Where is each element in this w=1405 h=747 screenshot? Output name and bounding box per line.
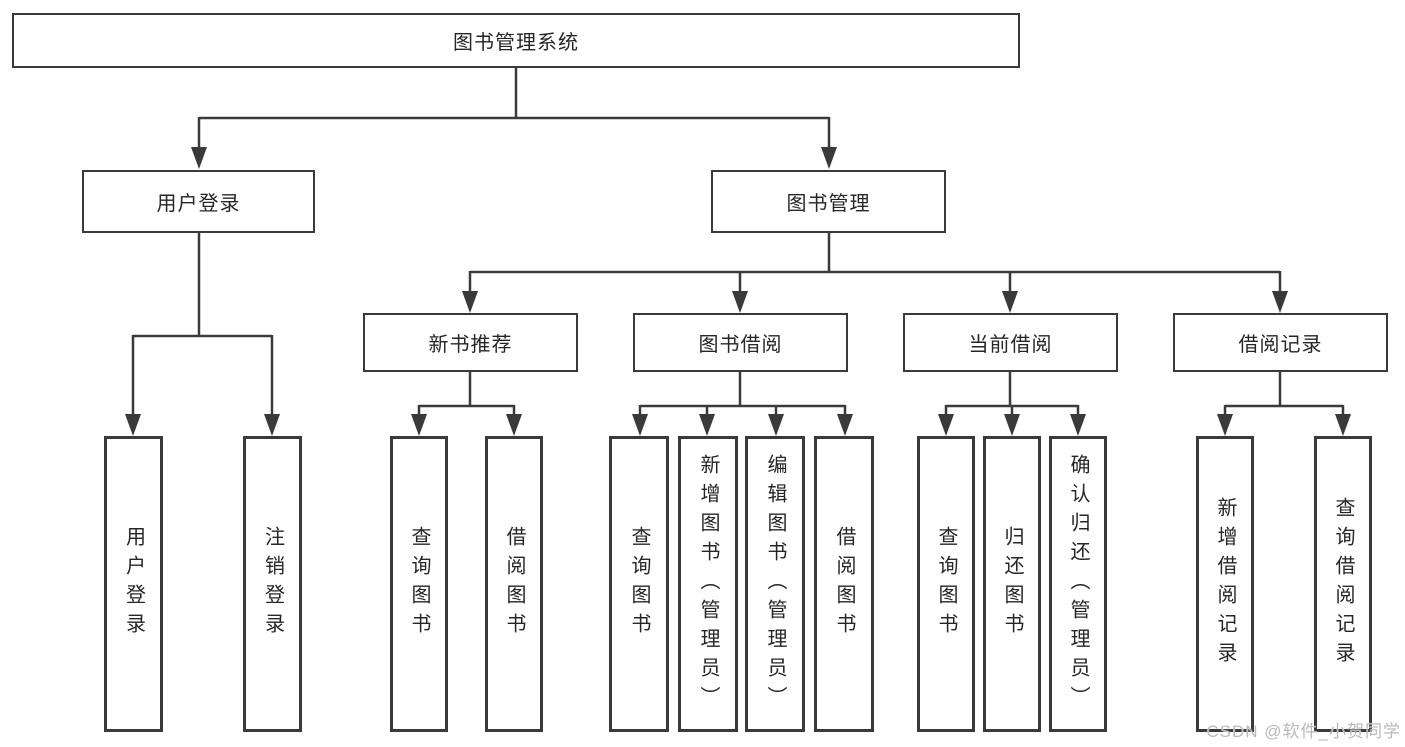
leaf-borrow-books-borrowing: 借阅图书 [814,436,874,732]
leaf-return-book: 归还图书 [983,436,1041,732]
leaf-edit-book-admin-label: 编辑图书（管理员） [764,453,786,715]
leaf-query-books-borrowing: 查询图书 [609,436,669,732]
leaf-confirm-return-admin: 确认归还（管理员） [1049,436,1107,732]
leaf-logout: 注销登录 [243,436,302,732]
node-borrow-records-label: 借阅记录 [1238,334,1323,356]
watermark: CSDN @软件_小贺同学 [1206,722,1401,741]
leaf-borrow-books-recommend-label: 借阅图书 [503,526,525,642]
leaf-borrow-books-recommend: 借阅图书 [485,436,543,732]
leaf-add-book-admin-label: 新增图书（管理员） [697,453,719,715]
node-new-book-recommend-label: 新书推荐 [428,334,513,356]
node-borrow-records: 借阅记录 [1173,313,1388,372]
leaf-query-books-recommend-label: 查询图书 [408,526,430,642]
node-new-book-recommend: 新书推荐 [363,313,578,372]
leaf-add-borrow-record-label: 新增借阅记录 [1214,497,1236,671]
node-current-borrowing: 当前借阅 [903,313,1118,372]
leaf-query-books-current-label: 查询图书 [935,526,957,642]
node-library-system: 图书管理系统 [12,13,1020,68]
leaf-query-books-current: 查询图书 [917,436,975,732]
node-book-borrowing: 图书借阅 [633,313,848,372]
leaf-user-login-label: 用户登录 [122,526,145,642]
node-book-management-label: 图书管理 [786,193,871,215]
node-user-login-label: 用户登录 [156,193,241,215]
node-current-borrowing-label: 当前借阅 [968,334,1053,356]
leaf-edit-book-admin: 编辑图书（管理员） [745,436,805,732]
leaf-confirm-return-admin-label: 确认归还（管理员） [1067,453,1089,715]
node-book-management: 图书管理 [711,170,946,233]
leaf-query-borrow-record: 查询借阅记录 [1314,436,1372,732]
node-book-borrowing-label: 图书借阅 [698,334,783,356]
leaf-query-borrow-record-label: 查询借阅记录 [1332,497,1354,671]
leaf-logout-label: 注销登录 [261,526,284,642]
node-user-login: 用户登录 [82,170,315,233]
node-library-system-label: 图书管理系统 [453,32,579,54]
leaf-add-book-admin: 新增图书（管理员） [678,436,738,732]
leaf-add-borrow-record: 新增借阅记录 [1196,436,1254,732]
leaf-borrow-books-borrowing-label: 借阅图书 [833,526,855,642]
leaf-return-book-label: 归还图书 [1001,526,1023,642]
leaf-query-books-borrowing-label: 查询图书 [628,526,650,642]
leaf-query-books-recommend: 查询图书 [390,436,448,732]
leaf-user-login: 用户登录 [104,436,163,732]
